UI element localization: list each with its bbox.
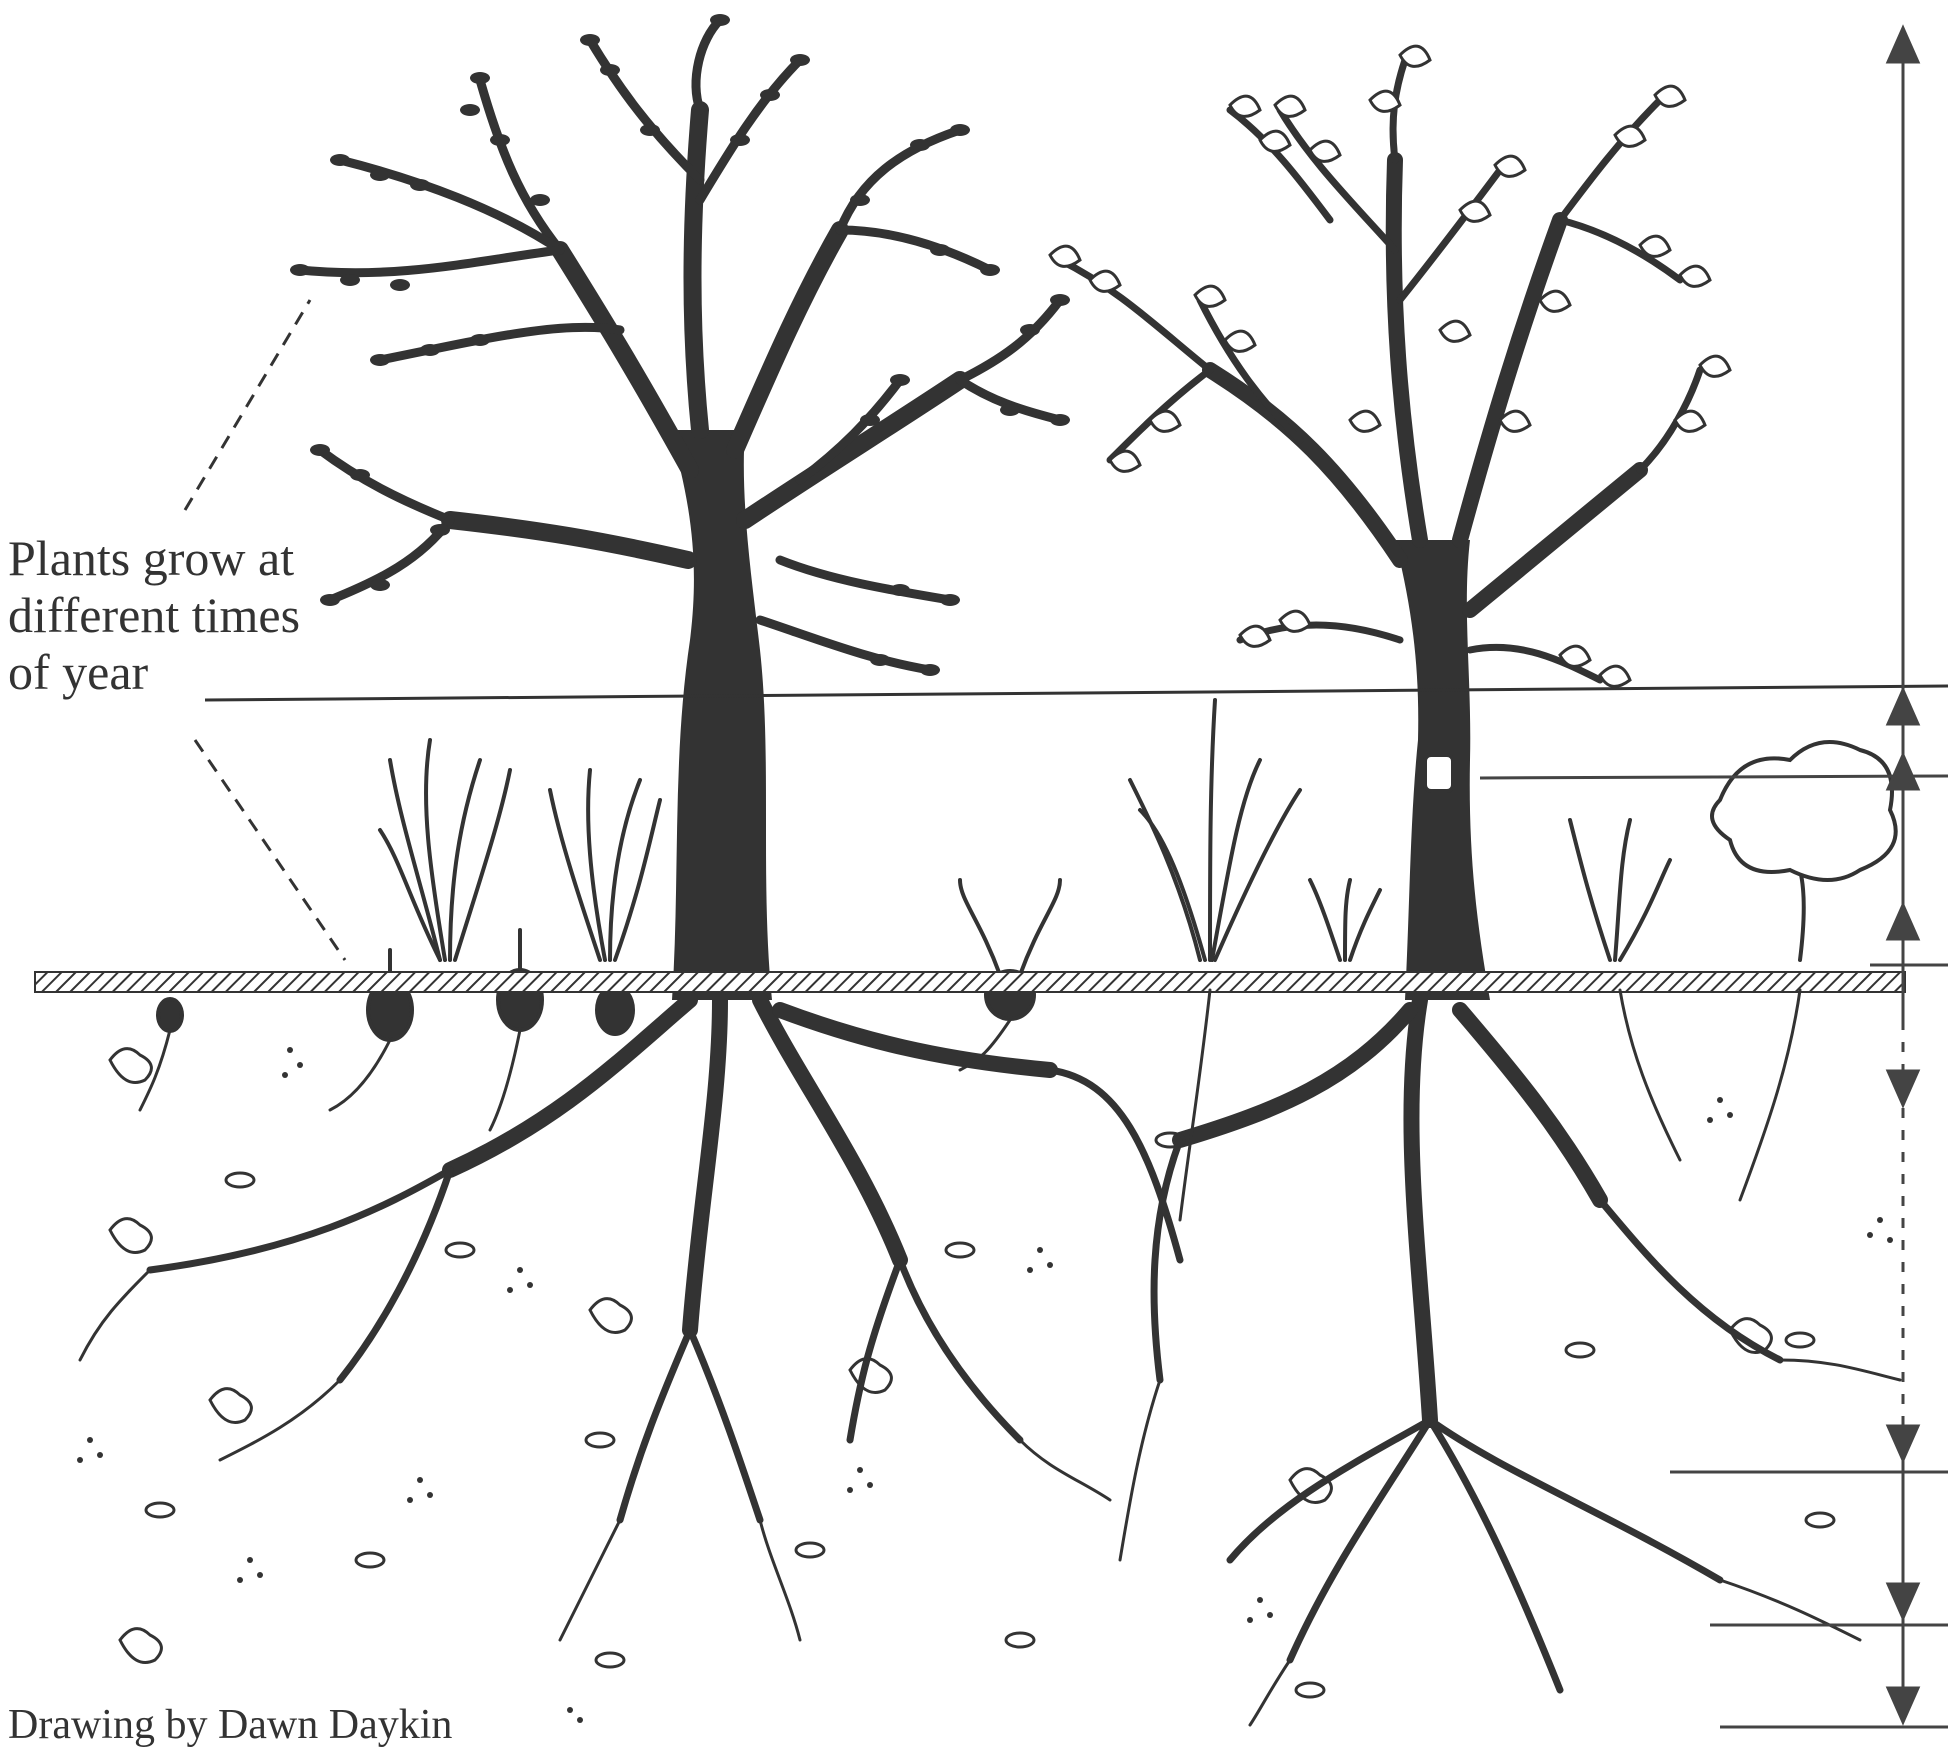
bulb-plant-3 xyxy=(597,986,633,1034)
growth-timing-annotation: Plants grow at different times of year xyxy=(8,530,300,701)
triangle-up-icon xyxy=(1888,28,1918,62)
pointer-solid xyxy=(205,686,1948,700)
grass-clump-1 xyxy=(380,740,510,960)
pointer-dashed-down xyxy=(195,740,345,960)
small-shrub xyxy=(1712,742,1896,960)
annotation-line-3: of year xyxy=(8,644,300,701)
ground-surface xyxy=(35,972,1905,992)
triangle-down-icon xyxy=(1888,1584,1918,1618)
right-tree xyxy=(1050,46,1730,1000)
triangle-up-icon xyxy=(1888,690,1918,724)
bird-box-icon xyxy=(1425,755,1453,791)
soil-dots xyxy=(77,1047,1893,1723)
triangle-down-icon xyxy=(1888,1688,1918,1722)
bulb-plant-1 xyxy=(368,950,412,1040)
grass-clump-2 xyxy=(550,770,660,960)
left-tree xyxy=(290,14,1070,1000)
left-tree-leaves xyxy=(290,14,1070,676)
pointer-dashed-up xyxy=(185,300,310,510)
grass-clump-4 xyxy=(1310,880,1380,960)
annotation-line-2: different times xyxy=(8,587,300,644)
grass-clump-3 xyxy=(1130,700,1300,960)
bulb-plant-5 xyxy=(158,999,182,1031)
bulb-plant-4 xyxy=(960,880,1060,1019)
drawing-credit: Drawing by Dawn Daykin xyxy=(8,1700,452,1750)
triangle-down-icon xyxy=(1888,1071,1918,1105)
annotation-line-1: Plants grow at xyxy=(8,530,300,587)
triangle-up-icon xyxy=(1888,905,1918,939)
layer-height-scale xyxy=(1480,28,1948,1727)
triangle-down-icon xyxy=(1888,1426,1918,1460)
root-systems xyxy=(80,990,1900,1725)
annotation-pointers xyxy=(185,300,1948,960)
layer-boundary-1 xyxy=(1480,776,1948,778)
grass-clump-5 xyxy=(1570,820,1670,960)
triangle-up-icon xyxy=(1888,755,1918,789)
